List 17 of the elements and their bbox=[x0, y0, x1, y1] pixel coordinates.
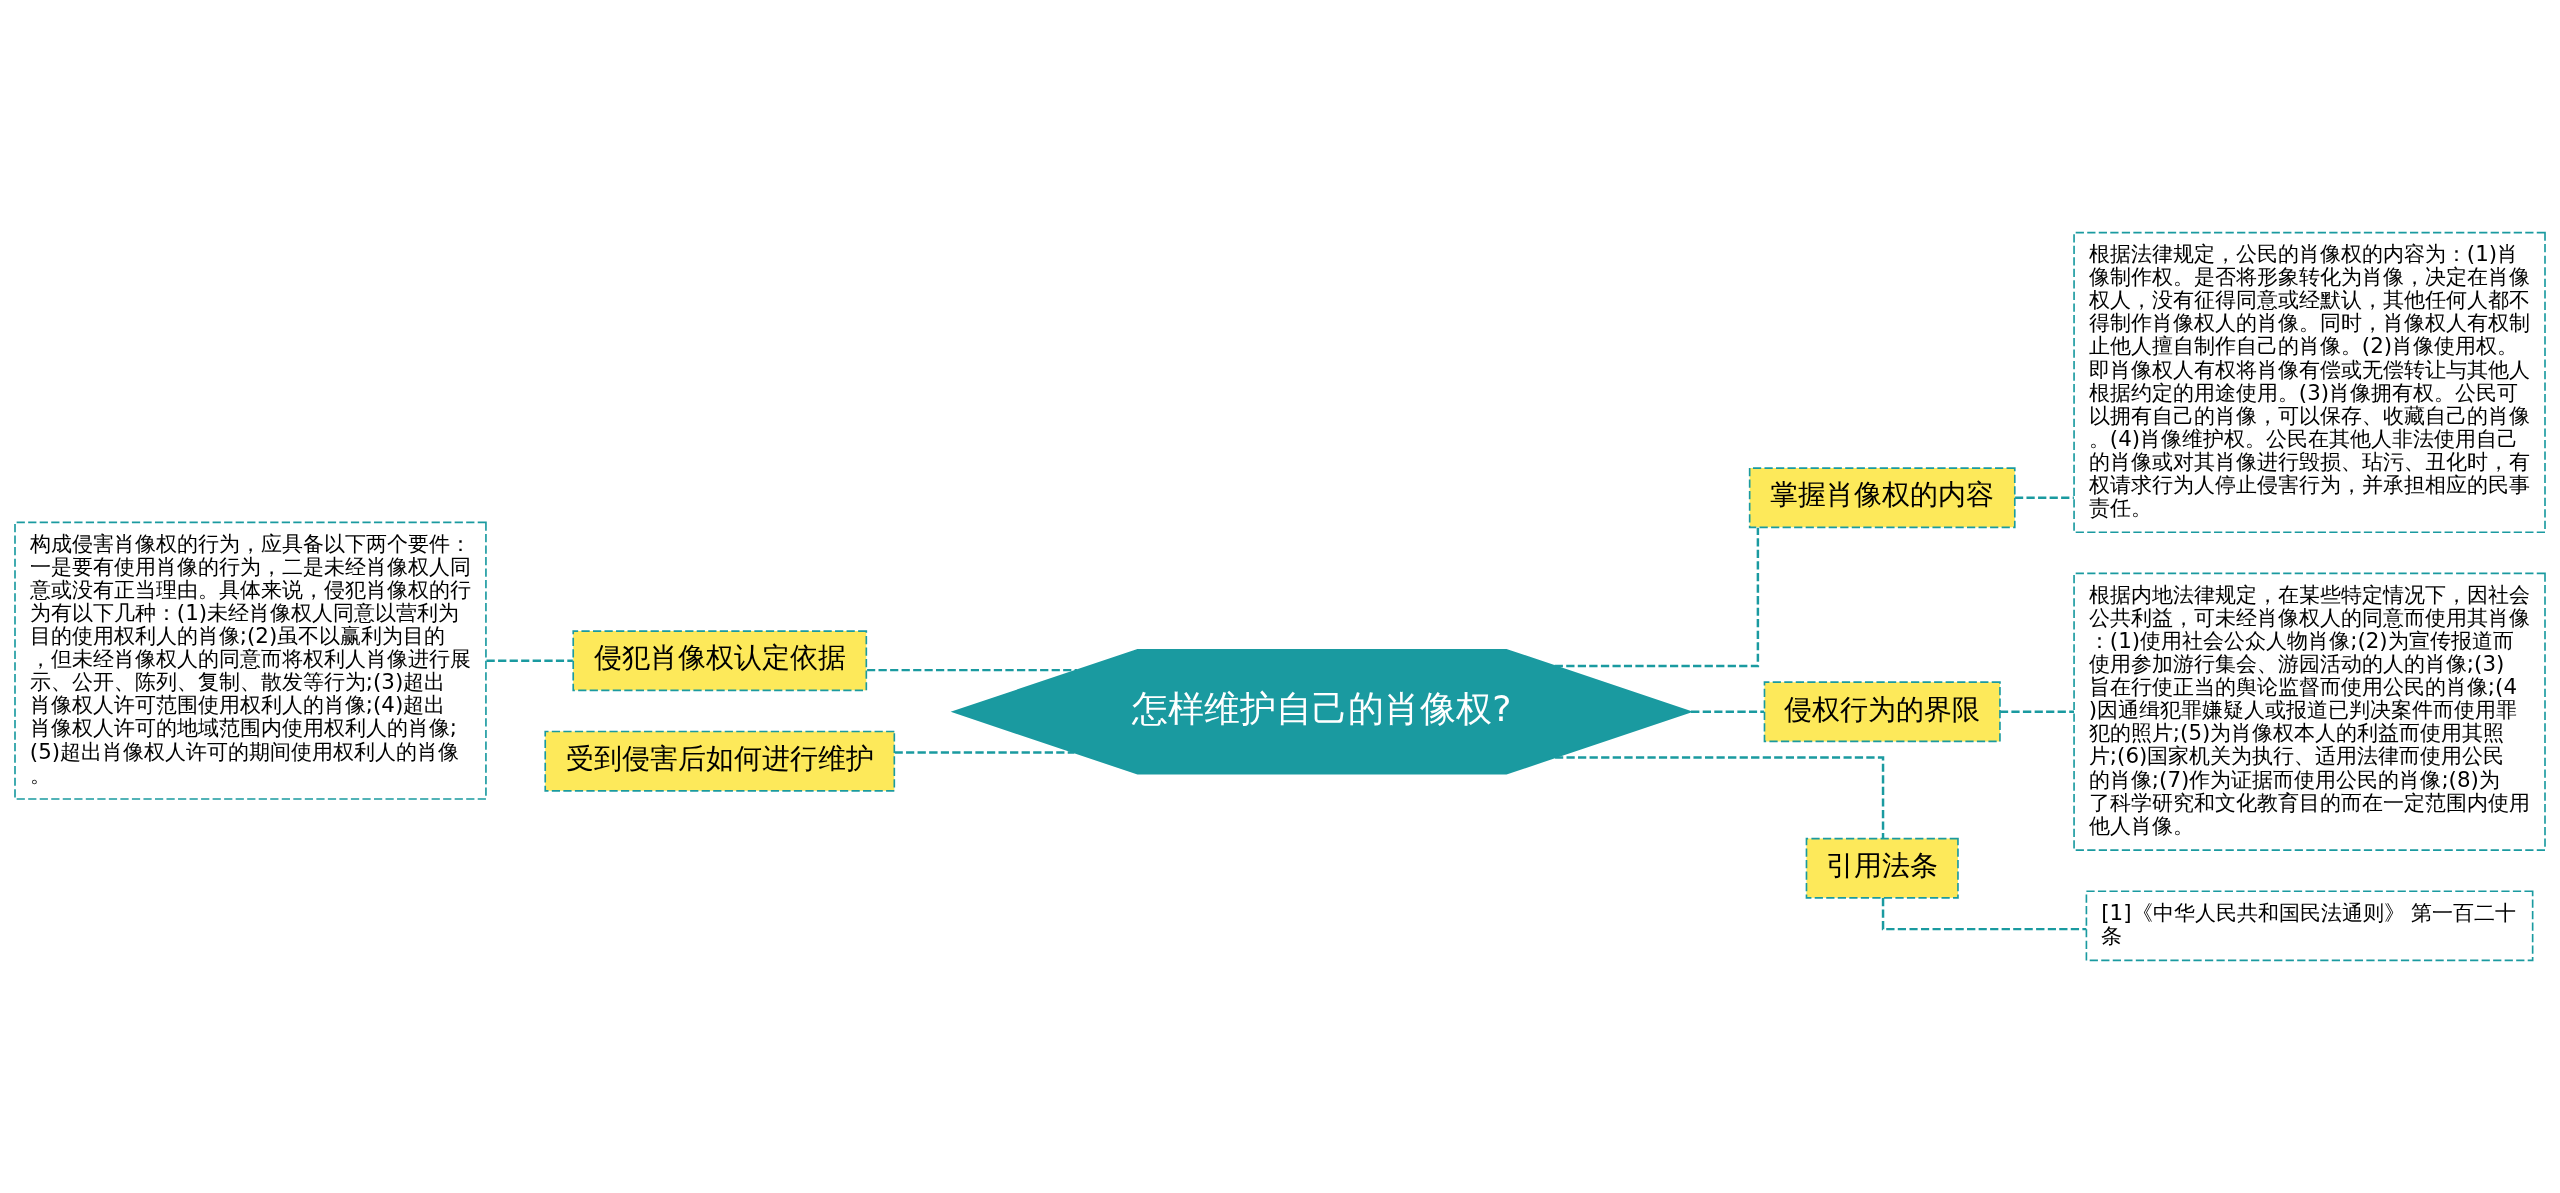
connector bbox=[867, 668, 1078, 672]
connector bbox=[1691, 710, 1765, 713]
node-box: 引用法条 bbox=[1805, 837, 1959, 899]
connector bbox=[486, 659, 573, 662]
node-box: 受到侵害后如何进行维护 bbox=[544, 730, 896, 792]
node-box: [1]《中华人民共和国民法通则》 第一百二十条 bbox=[2085, 890, 2534, 962]
connector bbox=[1554, 527, 1760, 668]
connector bbox=[2000, 710, 2074, 713]
node-box: 根据内地法律规定，在某些特定情况下，因社会公共利益，可未经肖像权人的同意而使用其肖像：(1)使用社会公众人物肖像;(2)为宣传报道而使用参加游行集会、游园活动的人的肖像;(3)旨在行使正当的舆论监督而使用公民的肖像;(4)因通缉犯罪嫌疑人或报道已判决案件而使用罪犯的照片;(5)为肖像权本人的利益而使用其照片;(6)国家机关为执行、适用法律而使用公民的肖像;(7)作为证据而使用公民的肖像;(8)为了科学研究和文化教育目的而在一定范围内使用他人肖像。 bbox=[2073, 572, 2546, 851]
node-box: 侵犯肖像权认定依据 bbox=[572, 630, 868, 692]
node-box: 根据法律规定，公民的肖像权的内容为：(1)肖像制作权。是否将形象转化为肖像，决定在肖像权人，没有征得同意或经默认，其他任何人都不得制作肖像权人的肖像。同时，肖像权人有权制止他人擅自制作自己的肖像。(2)肖像使用权。即肖像权人有权将肖像有偿或无偿转让与其他人根据约定的用途使用。(3)肖像拥有权。公民可以拥有自己的肖像，可以保存、收藏自己的肖像。(4)肖像维护权。公民在其他人非法使用自己的肖像或对其肖像进行毁损、玷污、丑化时，有权请求行为人停止侵害行为，并承担相应的民事责任。 bbox=[2073, 231, 2546, 534]
node-box: 侵权行为的界限 bbox=[1763, 681, 2001, 743]
connector bbox=[2015, 496, 2074, 499]
node-box: 掌握肖像权的内容 bbox=[1748, 467, 2016, 529]
node-box: 构成侵害肖像权的行为，应具备以下两个要件：一是要有使用肖像的行为，二是未经肖像权人同意或没有正当理由。具体来说，侵犯肖像权的行为有以下几种：(1)未经肖像权人同意以营利为目的使用权利人的肖像;(2)虽不以赢利为目的，但未经肖像权人的同意而将权利人肖像进行展示、公开、陈列、复制、散发等行为;(3)超出肖像权人许可范围使用权利人的肖像;(4)超出肖像权人许可的地域范围内使用权利人的肖像;(5)超出肖像权人许可的期间使用权利人的肖像。 bbox=[14, 521, 487, 800]
connector bbox=[894, 751, 1075, 754]
connector bbox=[1555, 756, 1885, 839]
